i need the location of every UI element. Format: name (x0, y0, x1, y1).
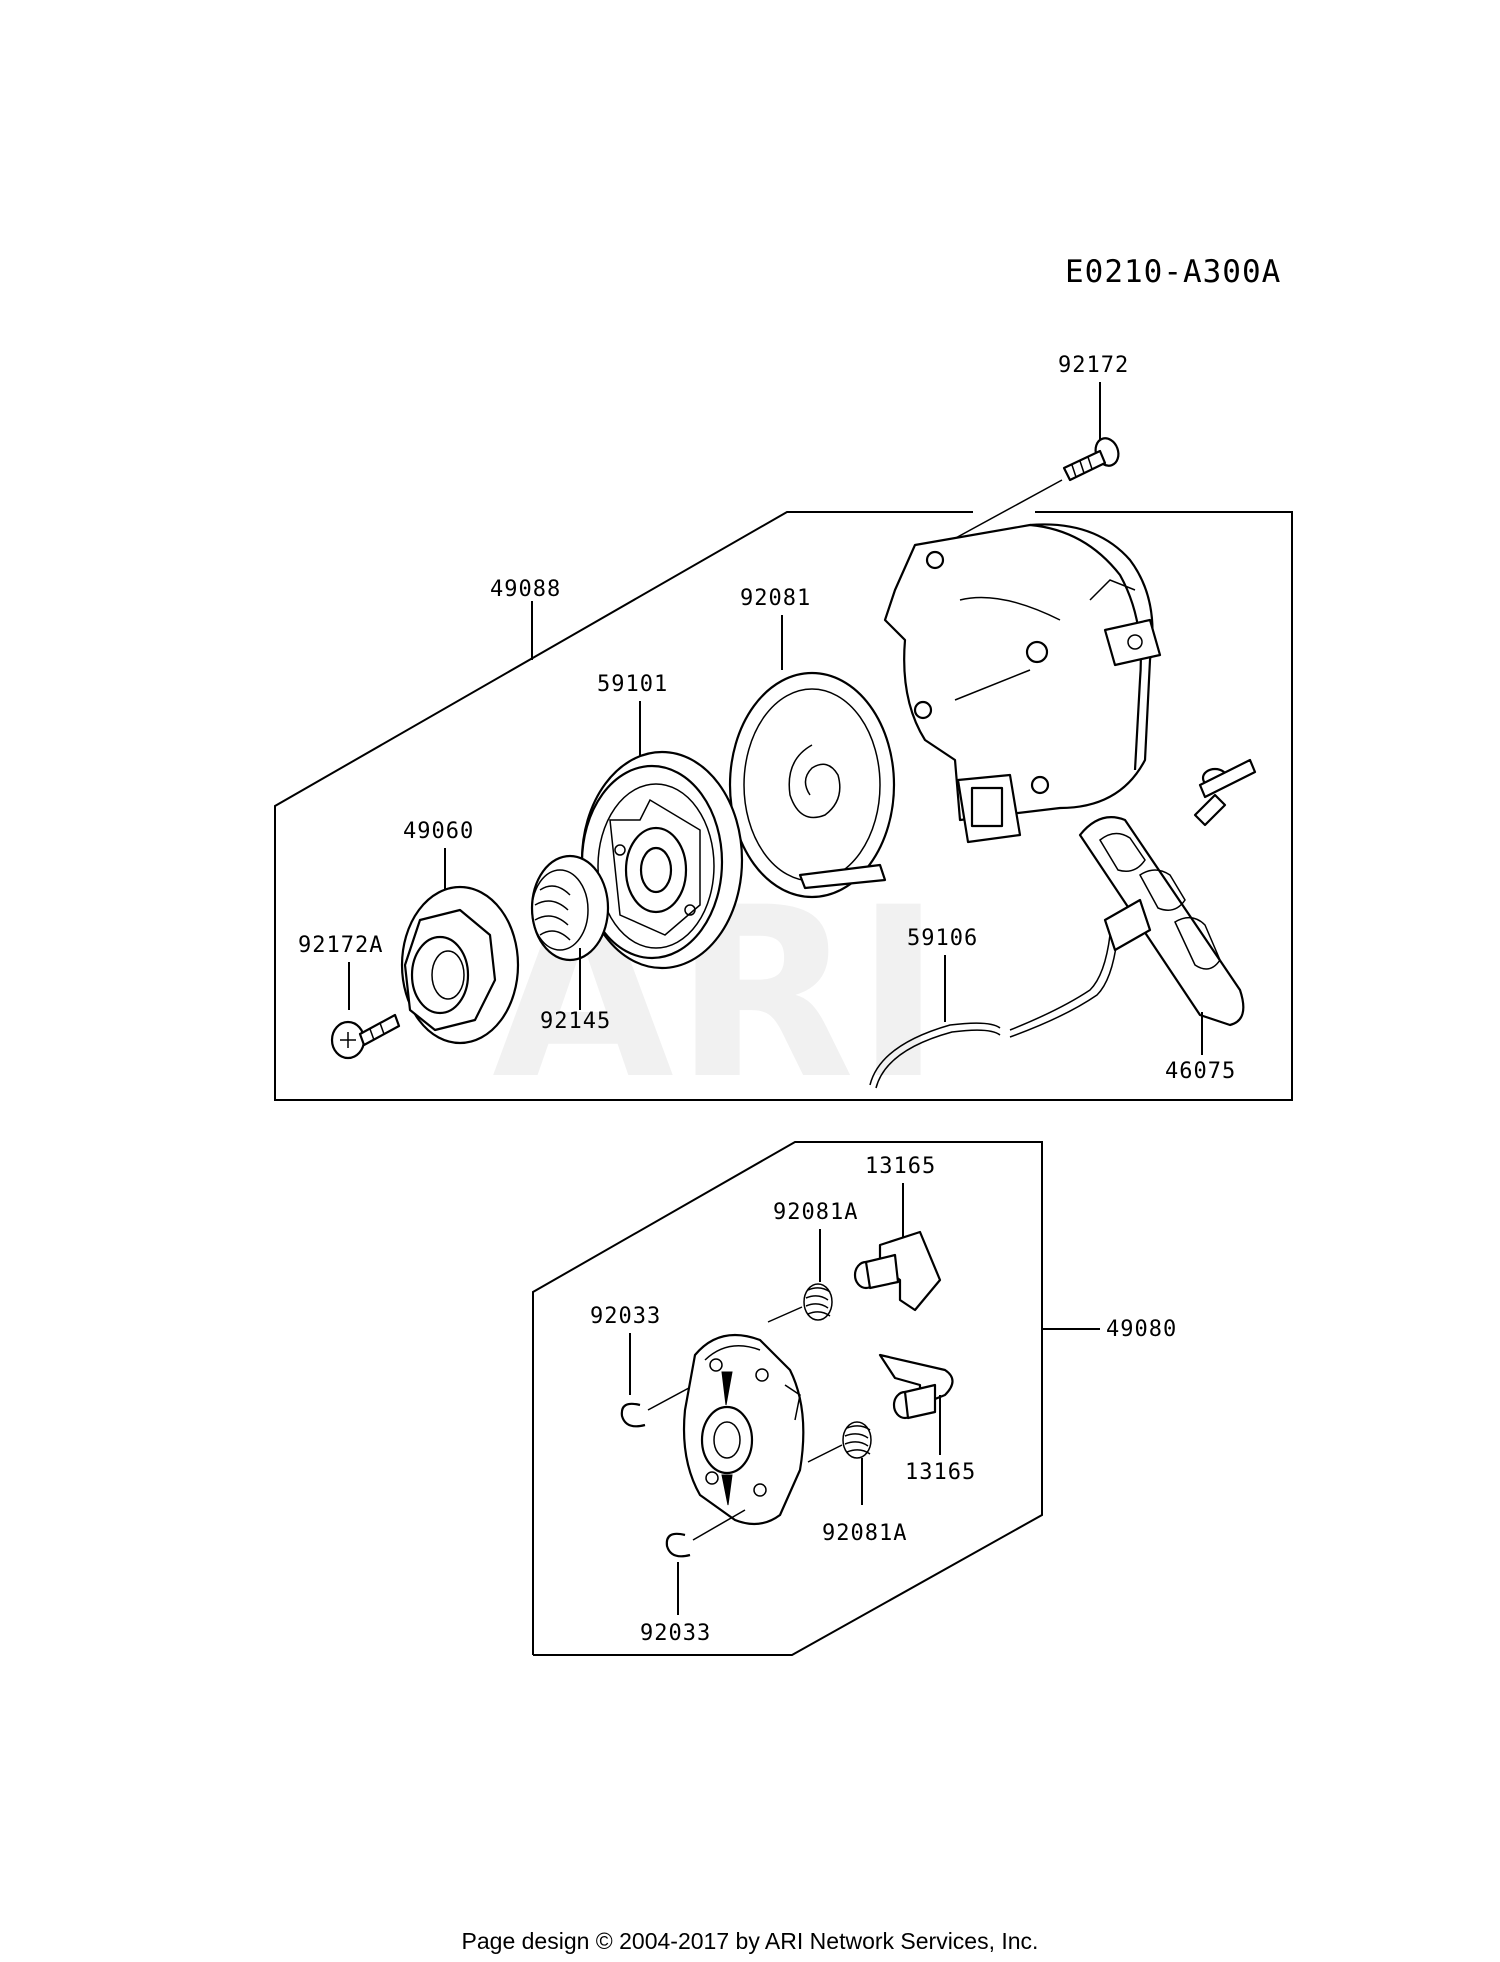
starter-handle-46075-icon (1078, 758, 1257, 1027)
leader-line-spring-top (767, 1306, 803, 1323)
starter-rope-59106-icon (869, 934, 1118, 1089)
part-label-92081A-top[interactable]: 92081A (773, 1200, 858, 1225)
leader-bolt-92172 (951, 479, 1063, 541)
page-footer: Page design © 2004-2017 by ARI Network S… (461, 1928, 1039, 1954)
part-label-59101[interactable]: 59101 (597, 672, 668, 697)
part-label-92172[interactable]: 92172 (1058, 353, 1129, 378)
part-label-92145[interactable]: 92145 (540, 1009, 611, 1034)
part-label-49060[interactable]: 49060 (403, 819, 474, 844)
spring-92081A-bottom-icon (842, 1421, 872, 1459)
circlip-92033-bottom-icon (665, 1532, 691, 1558)
part-label-49080[interactable]: 49080 (1106, 1317, 1177, 1342)
part-label-92172A[interactable]: 92172A (298, 933, 383, 958)
torsion-spring-92145-icon (530, 854, 610, 962)
ratchet-49060-icon (400, 885, 520, 1045)
pawl-13165-bottom-icon (878, 1353, 954, 1420)
part-label-13165-top[interactable]: 13165 (865, 1154, 936, 1179)
assembly-49088-frame (274, 511, 1293, 1101)
part-label-13165-bottom[interactable]: 13165 (905, 1460, 976, 1485)
diagram-code: E0210-A300A (1065, 254, 1281, 290)
circlip-92033-top-icon (620, 1402, 646, 1428)
part-label-59106[interactable]: 59106 (907, 926, 978, 951)
part-label-46075[interactable]: 46075 (1165, 1059, 1236, 1084)
ratchet-body-icon (682, 1333, 805, 1526)
part-label-49088[interactable]: 49088 (490, 577, 561, 602)
spring-92081A-top-icon (803, 1283, 833, 1321)
bolt-92172-icon (1062, 437, 1120, 482)
part-label-92081[interactable]: 92081 (740, 586, 811, 611)
leader-line-circlip-bottom (692, 1509, 746, 1541)
part-label-92033-bottom[interactable]: 92033 (640, 1621, 711, 1646)
reel-59101-icon (580, 750, 744, 970)
part-label-92081A-bottom[interactable]: 92081A (822, 1521, 907, 1546)
part-label-92033-top[interactable]: 92033 (590, 1304, 661, 1329)
leader-line-spring-bottom (807, 1444, 843, 1463)
pawl-13165-top-icon (853, 1230, 942, 1312)
assembly-49080-frame (532, 1141, 1043, 1656)
screw-92172A-icon (330, 1013, 401, 1060)
recoil-spring-92081-icon (728, 671, 896, 899)
recoil-housing-icon (883, 523, 1162, 844)
